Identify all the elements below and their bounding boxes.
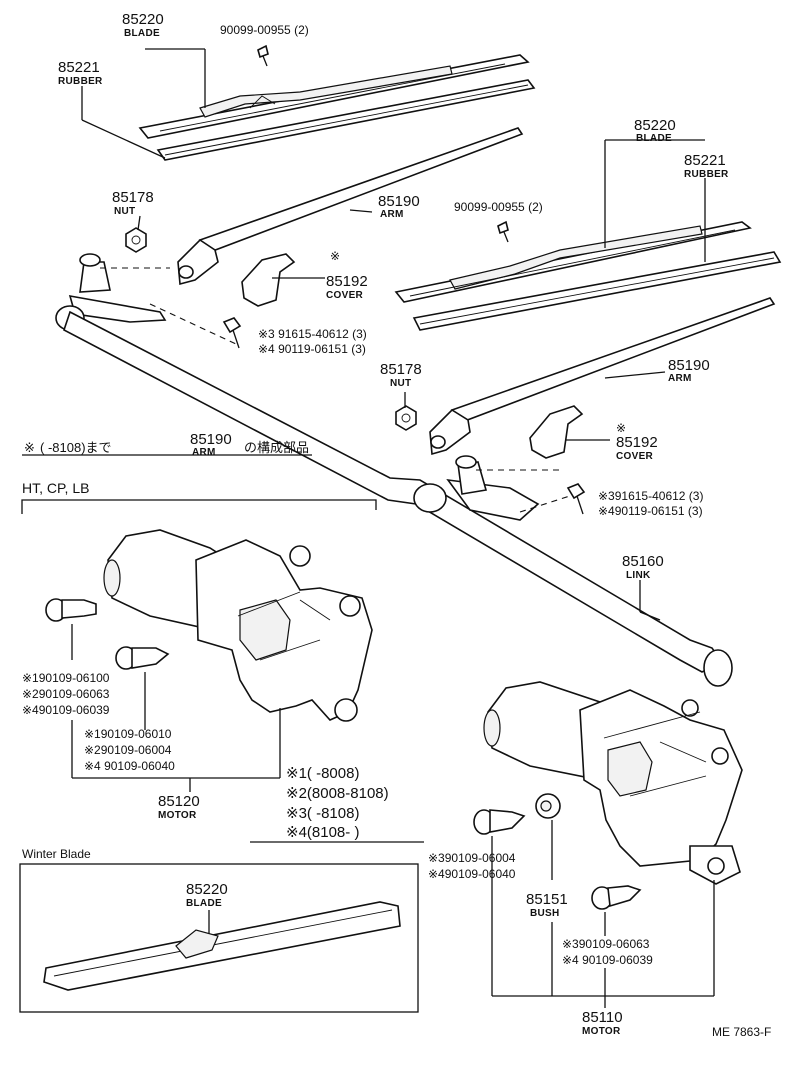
cover-left (241, 253, 296, 307)
cover-right-mark: ※ (616, 421, 626, 435)
winter-title: Winter Blade (22, 847, 91, 861)
arm-right-nm: ARM (668, 373, 692, 384)
winter-blade-box (19, 863, 419, 1013)
arm-left-nm: ARM (380, 209, 404, 220)
arm-right (429, 297, 776, 456)
winter-blade-nm: BLADE (186, 898, 222, 909)
blade-right (394, 221, 752, 303)
bolt-right (566, 483, 586, 515)
screw-right-label: 90099-00955 (2) (454, 200, 543, 214)
note-range: ( -8108)まで (40, 440, 112, 455)
blade-top-left (138, 54, 530, 139)
blade-top-nm: BLADE (124, 28, 160, 39)
cover-right-pn: 85192 (616, 434, 658, 451)
m1-bolt-a3: ※490109-06039 (22, 703, 110, 717)
bolt-m2-b (591, 885, 642, 910)
cover-left-pn: 85192 (326, 273, 368, 290)
m1-bolt-a1: ※190109-06100 (22, 671, 110, 685)
note-pn: 85190 (190, 431, 232, 448)
diagram-code: ME 7863-F (712, 1025, 771, 1039)
legend-1: ※1( -8008) (286, 765, 359, 782)
blade-top-pn: 85220 (122, 11, 164, 28)
bolt-m1-a (45, 598, 97, 622)
cover-right-nm: COVER (616, 451, 654, 462)
motor1-leaders (71, 624, 281, 792)
screw-right (497, 220, 509, 243)
cover-right (529, 405, 584, 459)
arm-left-pn: 85190 (378, 193, 420, 210)
bush (535, 793, 561, 819)
nut-left-nm: NUT (114, 206, 135, 217)
m1-bolt-b3: ※4 90109-06040 (84, 759, 175, 773)
screw-top-left (257, 44, 269, 67)
nut-right-pn: 85178 (380, 361, 422, 378)
arm-right-pn: 85190 (668, 357, 710, 374)
motor2-nm: MOTOR (582, 1026, 621, 1037)
motor1-nm: MOTOR (158, 810, 197, 821)
bolt-left-2: ※4 90119-06151 (3) (258, 342, 366, 356)
arm-left (177, 127, 524, 286)
m2-bolt-b1: ※390109-06063 (562, 937, 650, 951)
note-nm: ARM (192, 447, 216, 458)
group-title: HT, CP, LB (22, 480, 89, 496)
rubber-right (412, 251, 782, 331)
m1-bolt-b2: ※290109-06004 (84, 743, 172, 757)
note-tail: の構成部品 (244, 440, 309, 455)
bolt-left (222, 317, 242, 349)
motor-right (483, 681, 743, 885)
cover-left-nm: COVER (326, 290, 364, 301)
m1-bolt-b1: ※190109-06010 (84, 727, 172, 741)
rubber-right-pn: 85221 (684, 152, 726, 169)
cover-left-mark: ※ (330, 249, 340, 263)
nut-left (125, 227, 147, 253)
winter-blade (43, 901, 401, 991)
rubber-top-nm: RUBBER (58, 76, 103, 87)
motor-left (103, 529, 373, 722)
nut-right-nm: NUT (390, 378, 411, 389)
nut-right (395, 405, 417, 431)
screw-top-left-label: 90099-00955 (2) (220, 23, 309, 37)
legend-3: ※3( -8108) (286, 805, 359, 822)
nut-left-pn: 85178 (112, 189, 154, 206)
leader-lines (81, 48, 706, 621)
motor2-leaders (491, 820, 715, 1008)
bolt-right-2: ※490119-06151 (3) (598, 504, 703, 518)
m1-bolt-a2: ※290109-06063 (22, 687, 110, 701)
m2-bolt-a2: ※490109-06040 (428, 867, 516, 881)
link-rod (63, 310, 733, 687)
motor1-pn: 85120 (158, 793, 200, 810)
rubber-right-nm: RUBBER (684, 169, 729, 180)
bolt-m2-a (473, 809, 526, 835)
labels: 85220 BLADE 90099-00955 (2) 85221 RUBBER… (22, 11, 771, 1039)
legend-2: ※2(8008-8108) (286, 785, 389, 802)
bush-pn: 85151 (526, 891, 568, 908)
legend-4: ※4(8108- ) (286, 824, 359, 841)
m2-bolt-b2: ※4 90109-06039 (562, 953, 653, 967)
rubber-top-pn: 85221 (58, 59, 100, 76)
note-mark: ※ (24, 440, 35, 455)
winter-blade-pn: 85220 (186, 881, 228, 898)
bolt-m1-b (115, 646, 170, 670)
link-nm: LINK (626, 570, 651, 581)
bush-nm: BUSH (530, 908, 560, 919)
blade-right-nm: BLADE (636, 133, 672, 144)
bolt-right-1: ※391615-40612 (3) (598, 489, 703, 503)
motor2-pn: 85110 (582, 1009, 623, 1026)
link-pn: 85160 (622, 553, 664, 570)
bolt-left-1: ※3 91615-40612 (3) (258, 327, 367, 341)
m2-bolt-a1: ※390109-06004 (428, 851, 516, 865)
blade-right-pn: 85220 (634, 117, 676, 134)
